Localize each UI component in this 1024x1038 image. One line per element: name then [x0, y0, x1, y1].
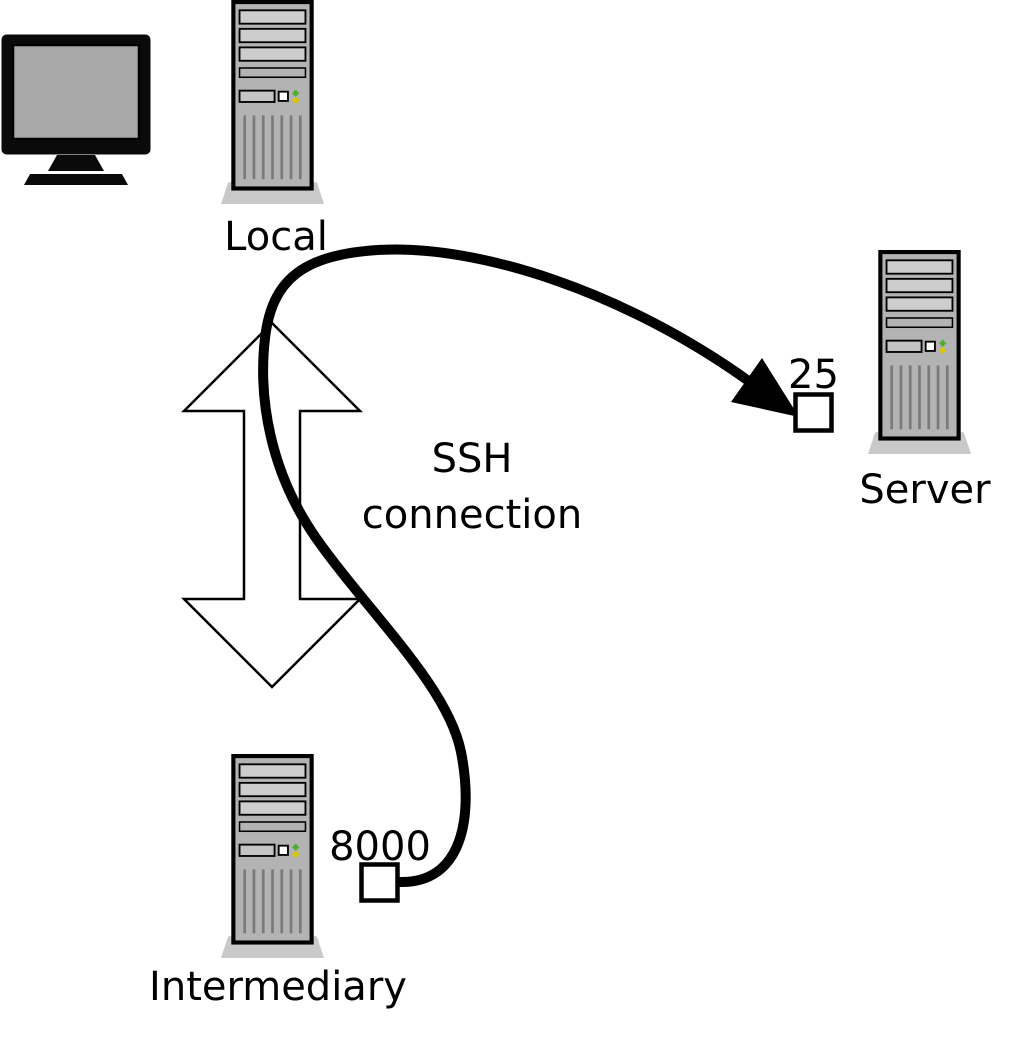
server-computer-tower-icon	[868, 252, 971, 454]
local-label: Local	[224, 214, 328, 260]
curved-arrow-head-icon	[731, 358, 799, 417]
double-headed-arrow-icon	[180, 321, 364, 689]
intermediary-port-number: 8000	[329, 824, 431, 870]
intermediary-label: Intermediary	[149, 964, 407, 1010]
curved-arrow-line	[258, 244, 755, 888]
monitor-icon	[0, 33, 152, 187]
ssh-connection-label: SSH connection	[361, 436, 583, 538]
server-port-number: 25	[788, 352, 839, 398]
intermediary-port-8000-box	[359, 862, 400, 903]
local-computer-tower-icon	[221, 2, 324, 204]
server-label: Server	[859, 467, 991, 513]
server-port-25-box	[793, 392, 834, 433]
